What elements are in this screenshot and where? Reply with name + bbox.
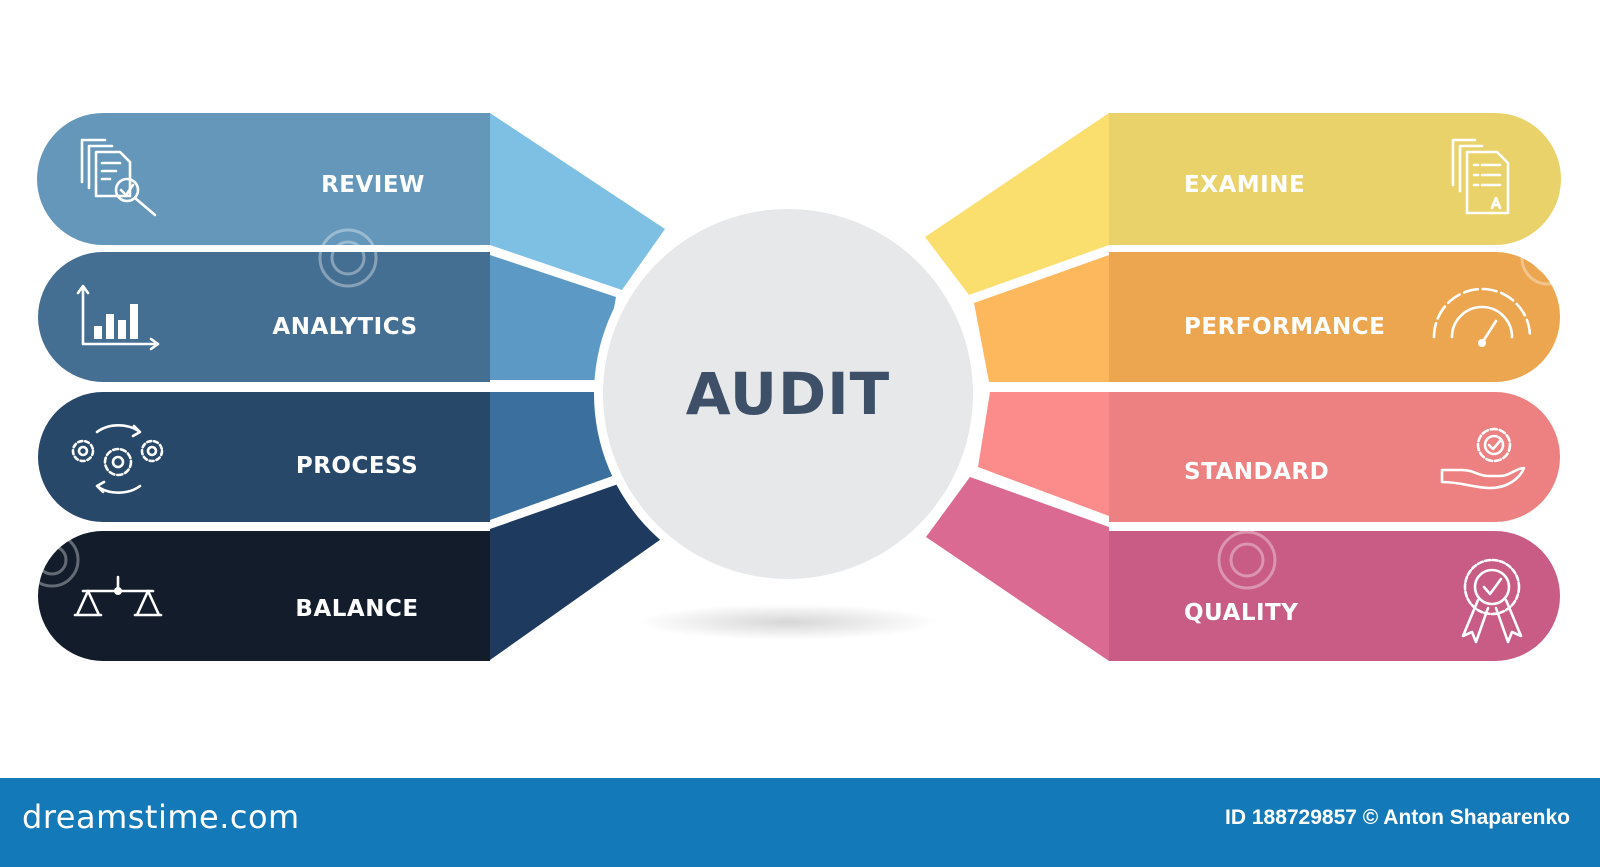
examine-tab <box>925 113 1109 295</box>
quality-tab <box>926 477 1109 661</box>
center-label: AUDIT <box>686 360 891 428</box>
standard-band <box>1109 392 1560 522</box>
bar-chart-icon <box>76 284 160 351</box>
center-shadow <box>638 604 938 640</box>
examine-band <box>1109 113 1561 245</box>
right-tabs <box>925 113 1109 661</box>
process-band <box>38 392 490 522</box>
quality-band <box>1109 531 1560 661</box>
analytics-label: ANALYTICS <box>272 314 417 340</box>
award-ribbon-icon <box>1461 558 1523 644</box>
footer-bar: dreamstime.com ID 188729857 © Anton Shap… <box>0 778 1600 867</box>
gears-icon <box>71 424 164 494</box>
watermark-swirls <box>24 228 1576 590</box>
examine-label: EXAMINE <box>1184 172 1305 198</box>
hand-badge-icon <box>1440 427 1526 490</box>
review-label: REVIEW <box>321 172 425 198</box>
documents-icon <box>1451 138 1510 215</box>
performance-label: PERFORMANCE <box>1184 314 1385 340</box>
process-tab <box>490 392 618 520</box>
balance-label: BALANCE <box>295 596 418 622</box>
footer-credit: ID 188729857 © Anton Shaparenko <box>1225 806 1570 829</box>
process-label: PROCESS <box>296 453 418 479</box>
footer-brand[interactable]: dreamstime.com <box>22 798 300 836</box>
audit-diagram: AUDIT REVIEW ANALYTICS PROCESS BALANCE E… <box>24 113 1576 661</box>
document-review-icon <box>80 138 157 217</box>
center-circle <box>603 209 973 579</box>
analytics-tab <box>490 255 616 380</box>
scales-icon <box>73 575 163 617</box>
gauge-icon <box>1432 287 1532 347</box>
standard-label: STANDARD <box>1184 459 1329 485</box>
performance-band <box>1109 252 1560 382</box>
right-bands <box>1109 113 1561 661</box>
balance-tab <box>490 482 664 660</box>
left-tabs <box>490 113 665 660</box>
balance-band <box>38 531 490 661</box>
analytics-band <box>38 252 490 382</box>
review-tab <box>490 113 665 290</box>
performance-tab <box>974 255 1109 382</box>
quality-label: QUALITY <box>1184 600 1298 626</box>
standard-tab <box>978 392 1109 516</box>
